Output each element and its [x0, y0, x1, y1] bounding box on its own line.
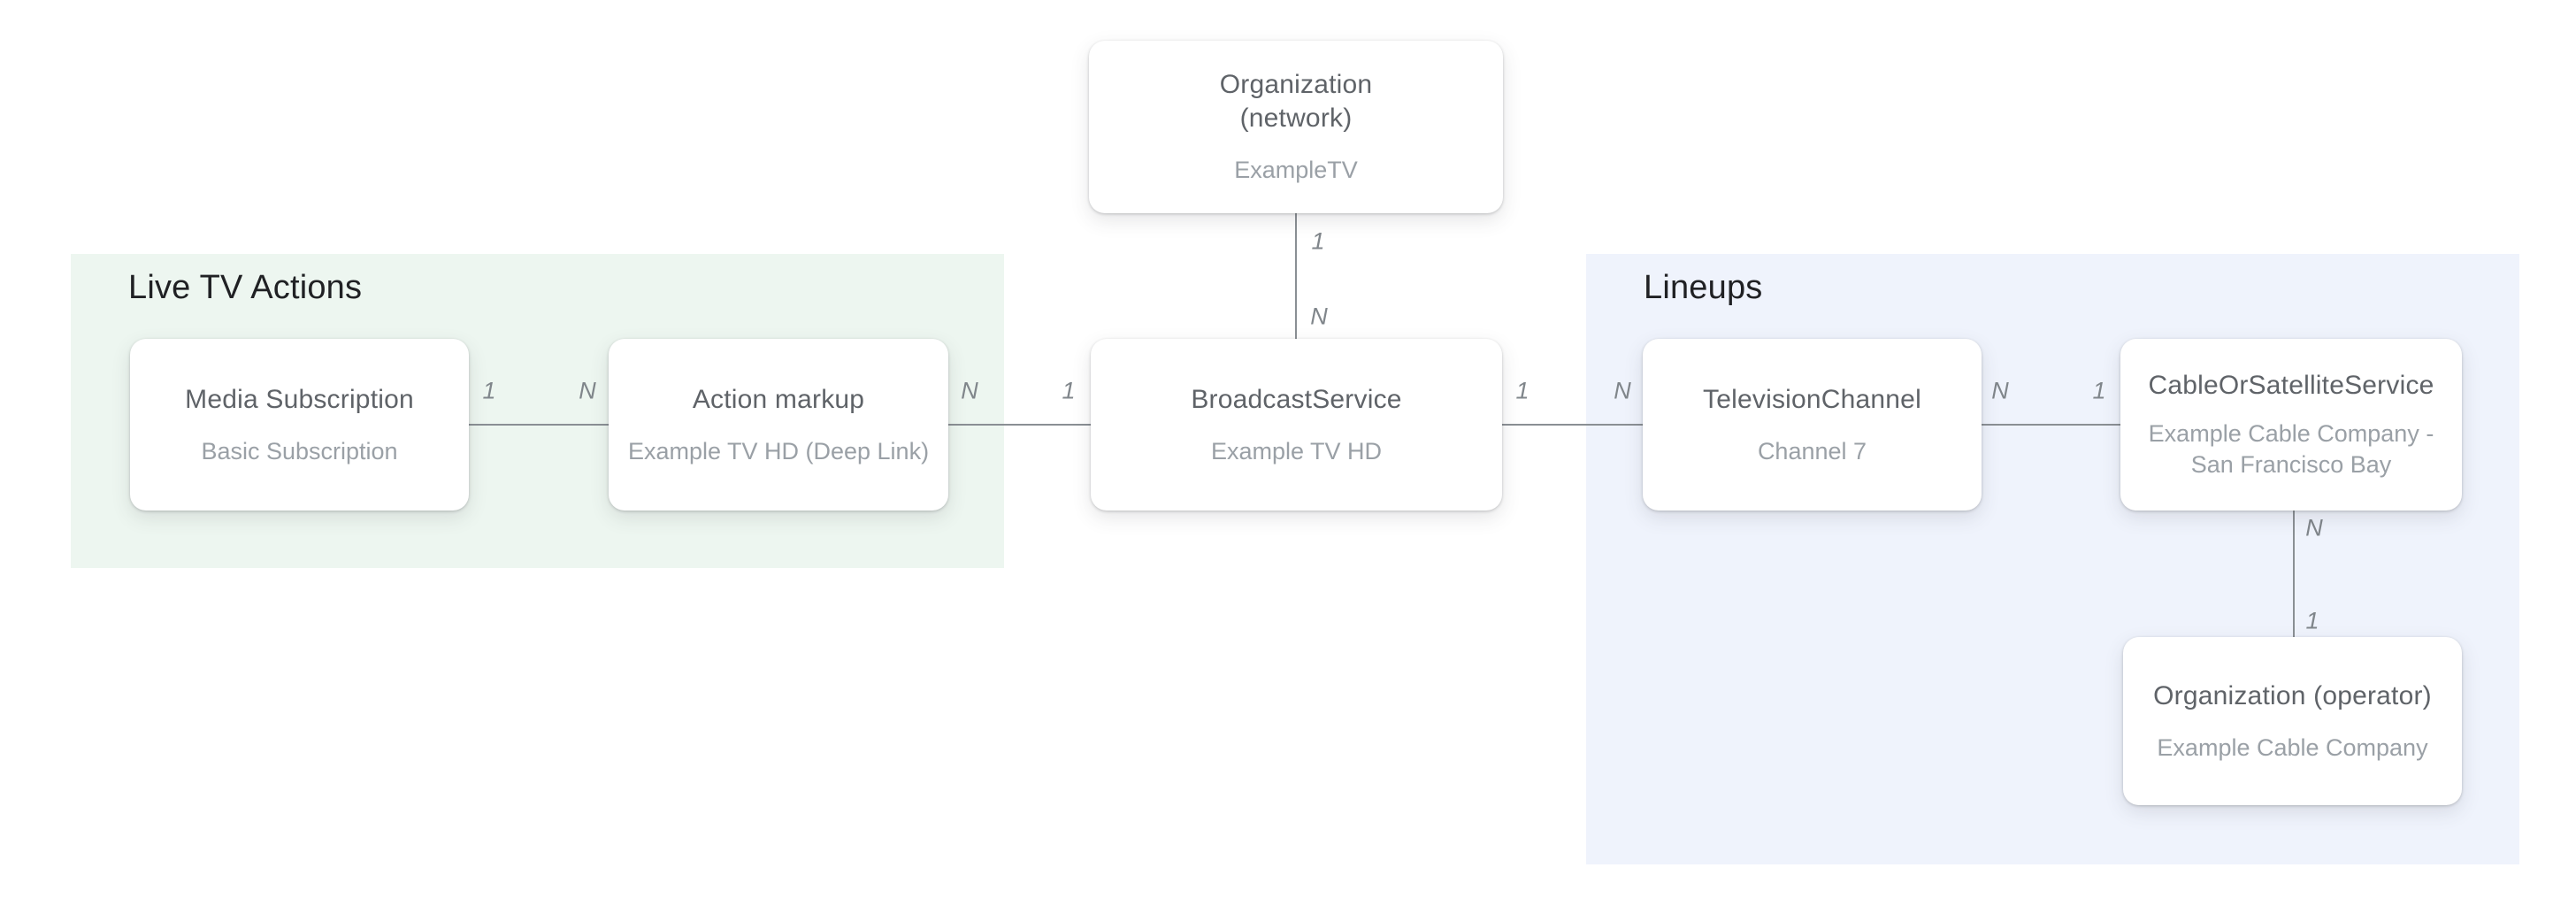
edge-label-network-to-broadcast-top: 1 — [1311, 227, 1325, 255]
node-subtitle: Example Cable Company — [2157, 733, 2428, 761]
node-title: TelevisionChannel — [1703, 384, 1921, 414]
node-subtitle: Example TV HD (Deep Link) — [627, 437, 930, 465]
group-title-live-tv-actions: Live TV Actions — [128, 269, 363, 306]
node-television-channel: TelevisionChannel Channel 7 — [1643, 339, 1982, 511]
connector-action-to-broadcast — [948, 424, 1091, 426]
edge-label-media-to-action-left: 1 — [482, 377, 496, 404]
node-subtitle: Example Cable Company - San Francisco Ba… — [2149, 418, 2434, 480]
group-title-lineups: Lineups — [1644, 269, 1763, 306]
node-subtitle: Basic Subscription — [201, 437, 398, 465]
edge-label-cable-to-operator-bottom: 1 — [2305, 607, 2319, 634]
node-subtitle-line2: San Francisco Bay — [2190, 451, 2392, 478]
node-title: Organization (network) — [1220, 68, 1373, 135]
node-action-markup: Action markup Example TV HD (Deep Link) — [609, 339, 948, 511]
edge-label-network-to-broadcast-bottom: N — [1310, 303, 1328, 330]
node-title: Media Subscription — [185, 384, 414, 414]
node-cable-or-satellite-service: CableOrSatelliteService Example Cable Co… — [2120, 339, 2462, 511]
edge-label-action-to-broadcast-right: 1 — [1062, 377, 1076, 404]
connector-cable-to-operator — [2293, 509, 2295, 637]
connector-network-to-broadcast — [1295, 213, 1297, 339]
node-title-line1: Organization — [1219, 70, 1373, 99]
node-subtitle: Channel 7 — [1757, 437, 1867, 465]
edge-label-broadcast-to-channel-right: N — [1614, 377, 1631, 404]
node-organization-operator: Organization (operator) Example Cable Co… — [2123, 637, 2462, 805]
edge-label-channel-to-cable-right: 1 — [2092, 377, 2106, 404]
connector-broadcast-to-channel — [1502, 424, 1643, 426]
edge-label-action-to-broadcast-left: N — [961, 377, 978, 404]
node-title: Organization (operator) — [2153, 680, 2432, 710]
node-title: Action markup — [692, 384, 865, 414]
connector-channel-to-cable — [1982, 424, 2120, 426]
node-broadcast-service: BroadcastService Example TV HD — [1091, 339, 1502, 511]
node-title: BroadcastService — [1191, 384, 1402, 414]
node-subtitle-line1: Example Cable Company - — [2148, 420, 2434, 447]
node-organization-network: Organization (network) ExampleTV — [1089, 41, 1503, 213]
connector-media-to-action — [469, 424, 609, 426]
edge-label-media-to-action-right: N — [579, 377, 596, 404]
node-title-line2: (network) — [1239, 104, 1353, 133]
node-title: CableOrSatelliteService — [2148, 371, 2434, 400]
edge-label-broadcast-to-channel-left: 1 — [1515, 377, 1530, 404]
edge-label-channel-to-cable-left: N — [1991, 377, 2009, 404]
node-media-subscription: Media Subscription Basic Subscription — [130, 339, 469, 511]
node-subtitle: Example TV HD — [1210, 437, 1383, 465]
edge-label-cable-to-operator-top: N — [2305, 514, 2323, 541]
node-subtitle: ExampleTV — [1234, 157, 1358, 183]
